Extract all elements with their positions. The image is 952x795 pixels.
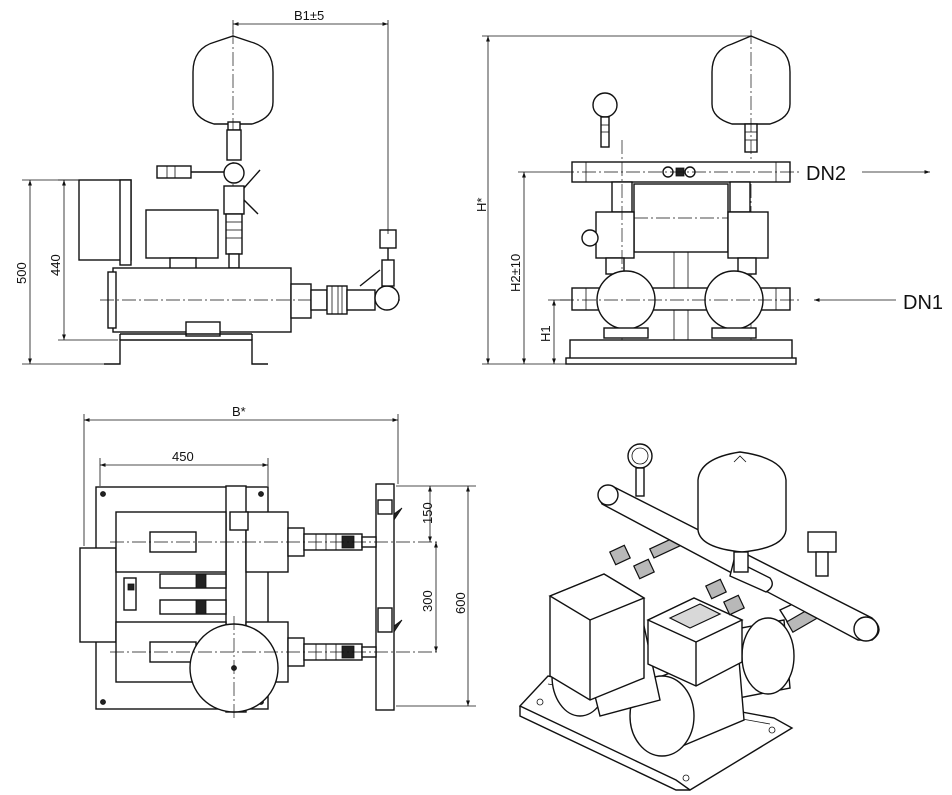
- suction-manifold: [560, 270, 800, 339]
- front-control-box: [633, 183, 729, 253]
- dim-440-label: 440: [48, 254, 63, 276]
- iso-control-box: [548, 573, 646, 701]
- dim-450-label: 450: [172, 449, 194, 464]
- dim-500-label: 500: [14, 262, 29, 284]
- top-pump-upper: [110, 511, 440, 573]
- dim-h-label: H*: [474, 198, 489, 212]
- iso-motor-box: [646, 597, 744, 687]
- front-view: DN2 DN1 H* H2±10 H1: [474, 30, 943, 365]
- iso-gauge: [627, 443, 653, 497]
- side-dimensions: [22, 20, 389, 365]
- motor-frame: [78, 179, 132, 266]
- pressure-gauge: [592, 92, 618, 148]
- dim-h1-label: H1: [538, 325, 553, 342]
- outlet-pipe: [310, 229, 400, 315]
- front-base: [565, 339, 797, 365]
- valve-column: [156, 129, 261, 269]
- inlet-label: DN1: [903, 292, 943, 314]
- top-view: B* 450 150 300 600: [79, 404, 476, 720]
- pump-body: [100, 267, 400, 337]
- control-box: [145, 209, 219, 271]
- isometric-view: [518, 443, 880, 791]
- front-dimensions: [482, 35, 752, 365]
- base-frame: [104, 333, 268, 365]
- top-control-box: [79, 547, 117, 643]
- top-pump-lower: [110, 616, 440, 720]
- top-manifold-rail: [375, 483, 395, 711]
- top-dimensions: [83, 414, 476, 707]
- iso-vessel: [697, 451, 787, 573]
- dim-b1-label: B1±5: [294, 8, 324, 23]
- outlet-label: DN2: [806, 163, 846, 185]
- iso-pressure-switch: [807, 531, 837, 577]
- side-view: B1±5 500 440: [14, 8, 400, 365]
- dim-150-label: 150: [420, 502, 435, 524]
- front-pump-columns: [581, 140, 769, 340]
- front-pressure-vessel: [711, 30, 791, 340]
- dim-h2-label: H2±10: [508, 254, 523, 292]
- discharge-manifold: [560, 161, 800, 183]
- dim-300-label: 300: [420, 590, 435, 612]
- dim-b-label: B*: [232, 404, 246, 419]
- dim-600-label: 600: [453, 592, 468, 614]
- top-middle-piping: [123, 573, 227, 615]
